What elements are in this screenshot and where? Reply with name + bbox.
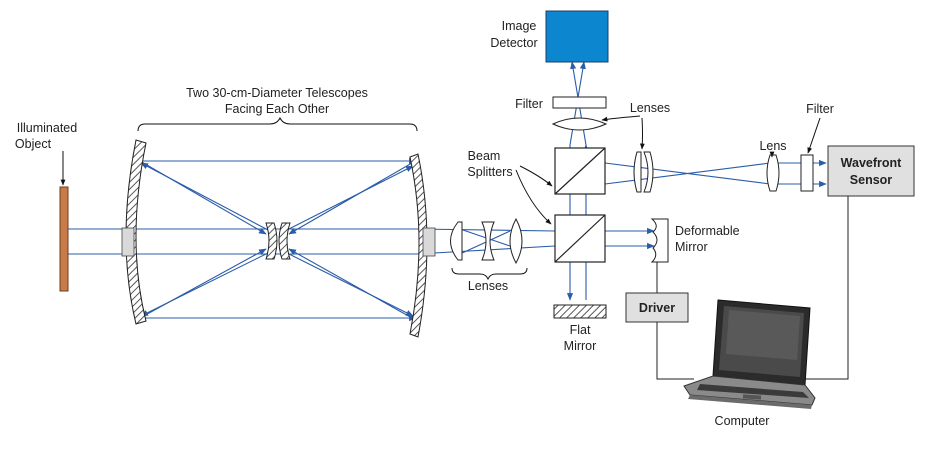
lenses-bottom-label: Lenses	[468, 279, 508, 293]
wavefront-sensor-label-line2: Sensor	[850, 173, 893, 187]
image-detector-label-line2: Detector	[490, 36, 537, 50]
upper-beam-splitter	[554, 147, 606, 195]
illuminated-object-label-line2: Object	[15, 137, 52, 151]
filter-right-label: Filter	[806, 102, 834, 116]
left-primary-mirror	[121, 139, 147, 325]
driver-label: Driver	[639, 301, 675, 315]
illuminated-object-label: Illuminated	[17, 121, 77, 135]
lenses-brace	[451, 267, 528, 281]
beam-splitters-label-line2: Splitters	[467, 165, 512, 179]
lower-beam-splitter	[554, 214, 606, 263]
beam-splitters-label: Beam	[468, 149, 501, 163]
telescopes-brace	[137, 116, 418, 132]
flat-mirror-label-line2: Mirror	[564, 339, 597, 353]
filter-top-label: Filter	[515, 97, 543, 111]
wavefront-sensor	[827, 145, 915, 197]
deformable-mirror-label-line2: Mirror	[675, 240, 708, 254]
image-detector	[545, 10, 609, 63]
light-rays	[67, 61, 827, 322]
top-filter	[552, 96, 607, 109]
text-labels: Image Detector Two 30-cm-Diameter Telesc…	[15, 19, 902, 428]
illuminated-object	[59, 186, 69, 292]
wavefront-sensor-label: Wavefront	[841, 156, 902, 170]
flat-mirror-label: Flat	[570, 323, 591, 337]
leader-lines	[60, 115, 821, 225]
deformable-mirror	[650, 218, 669, 263]
right-primary-mirror	[409, 153, 436, 338]
deformable-mirror-label: Deformable	[675, 224, 740, 238]
right-filter	[800, 154, 814, 192]
driver-box	[625, 292, 689, 323]
control-wiring	[656, 196, 849, 380]
computer-laptop	[683, 299, 816, 409]
relay-lenses	[450, 217, 523, 265]
lenses-top-label: Lenses	[630, 101, 670, 115]
top-lens	[551, 117, 608, 131]
lens-right-label: Lens	[759, 139, 786, 153]
telescopes-label: Two 30-cm-Diameter Telescopes	[186, 86, 368, 100]
image-detector-label: Image	[502, 19, 537, 33]
telescopes-label-line2: Facing Each Other	[225, 102, 329, 116]
secondary-mirrors	[265, 222, 291, 260]
computer-label: Computer	[715, 414, 770, 428]
right-lenses	[633, 151, 654, 193]
right-lens	[766, 154, 780, 192]
flat-mirror	[553, 304, 607, 319]
